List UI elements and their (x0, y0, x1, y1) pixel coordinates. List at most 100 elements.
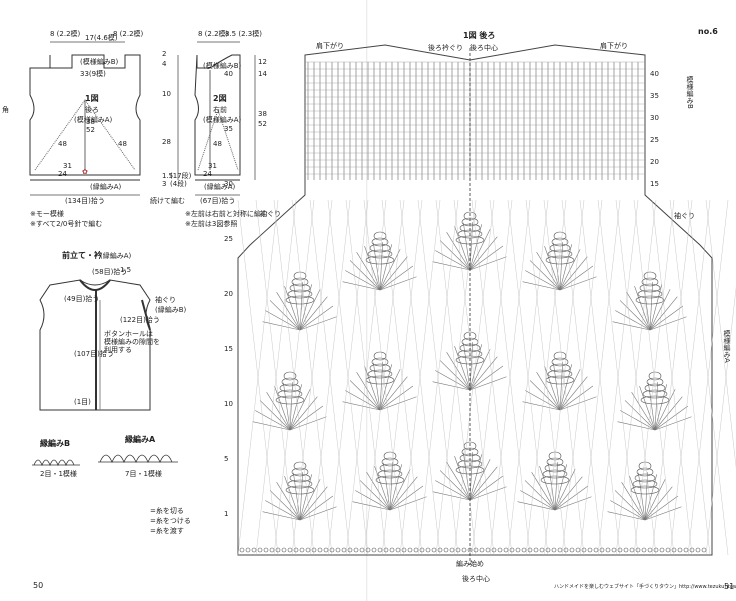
chart-fan-stroke (454, 226, 471, 271)
page-edge-char: 角 (2, 106, 9, 114)
chart-fan-stroke (469, 365, 504, 391)
row-number-left: 35 (224, 125, 233, 133)
back-fig: 1図 (85, 94, 99, 103)
edging-top: (58目)拾う (92, 268, 128, 276)
chart-mesh-line (705, 199, 736, 469)
chart-pineapple-ring (373, 231, 387, 241)
chart-fan-stroke (469, 459, 491, 501)
chart-pineapple-ring (546, 457, 564, 467)
row-number-left: 25 (224, 235, 233, 243)
chart-foundation-chain (311, 547, 317, 553)
row-number-left: 1 (224, 510, 229, 518)
chart-fan-stroke (469, 486, 507, 501)
chart-foundation-chain (449, 547, 455, 553)
chart-fan-stroke (469, 466, 498, 501)
chart-pineapple-ring (281, 377, 299, 387)
chart-foundation-chain (377, 547, 383, 553)
chart-fan-stroke (274, 386, 291, 431)
chart-foundation-chain (569, 547, 575, 553)
front-dim-38: 38 (258, 110, 267, 118)
back-dim-38: 38 (86, 118, 95, 126)
row-number-right: 30 (650, 114, 659, 122)
chart-fan-stroke (284, 476, 301, 521)
chart-fan-stroke (554, 476, 583, 511)
chart-foundation-chain (491, 547, 497, 553)
chart-fan-stroke (559, 385, 594, 411)
chart-fan-stroke (265, 500, 301, 521)
row-number-right: 35 (650, 92, 659, 100)
chart-fan-stroke (454, 346, 471, 391)
chart-fan-stroke (634, 286, 651, 331)
chart-fan-stroke (617, 421, 656, 431)
swatch-b-title: 縁編みB (40, 439, 71, 448)
chart-fan-stroke (364, 366, 381, 411)
chart-pineapple-ring (637, 289, 663, 299)
chart-fan-stroke (619, 300, 651, 331)
chart-pineapple-ring (648, 371, 662, 381)
chart-foundation-chain (371, 547, 377, 553)
chart-foundation-chain (281, 547, 287, 553)
chart-pineapple-ring (553, 231, 567, 241)
chart-title: 1図 後ろ (463, 31, 496, 40)
chart-foundation-chain (473, 547, 479, 553)
front-side-h-14: 14 (258, 70, 267, 78)
back-side-h-28: 28 (162, 138, 171, 146)
chart-fan-stroke (612, 321, 651, 331)
chart-mesh-line (453, 199, 495, 556)
back-side-h-4: 4 (162, 60, 167, 68)
chart-foundation-chain (305, 547, 311, 553)
chart-foundation-chain (659, 547, 665, 553)
chart-pineapple-ring (640, 395, 670, 405)
side-label-b: 模様編みB (686, 76, 694, 109)
chart-pineapple-ring (639, 283, 661, 293)
chart-foundation-chain (293, 547, 299, 553)
chart-foundation-chain (599, 547, 605, 553)
chart-fan-stroke (621, 482, 646, 521)
chart-pineapple-ring (289, 283, 311, 293)
chart-fan-stroke (299, 486, 328, 521)
chart-foundation-chain (587, 547, 593, 553)
bottom-center-label: 後ろ中心 (462, 575, 490, 583)
right-page-number: 51 (724, 582, 735, 591)
chart-fan-stroke (379, 376, 408, 411)
chart-foundation-chain (527, 547, 533, 553)
chart-fan-stroke (554, 469, 576, 511)
chart-pineapple-ring (641, 277, 659, 287)
chart-mesh-line (525, 199, 567, 556)
chart-foundation-chain (395, 547, 401, 553)
chart-pineapple-ring (291, 277, 309, 287)
chart-foundation-chain (419, 547, 425, 553)
chart-fan-stroke (539, 466, 556, 511)
chart-pineapple-ring (377, 469, 403, 479)
chart-fan-stroke (524, 480, 556, 511)
chart-fan-stroke (435, 480, 471, 501)
chart-fan-stroke (559, 249, 581, 291)
chart-foundation-chain (701, 547, 707, 553)
chart-pineapple-ring (548, 451, 562, 461)
chart-pineapple-ring (371, 237, 389, 247)
back-band-label: (模様編みB) (80, 58, 119, 66)
back-width-label: 33(9模) (80, 70, 106, 78)
back-panel-schematic (29, 41, 256, 196)
chart-foundation-chain (389, 547, 395, 553)
chart-fan-stroke (366, 472, 391, 511)
front-hem-pickup: (67目)拾う (200, 197, 236, 205)
chart-pineapple-ring (549, 363, 571, 373)
chart-foundation-chain (647, 547, 653, 553)
chart-pineapple-ring (279, 383, 301, 393)
chart-pineapple-ring (367, 249, 393, 259)
row-number-right: 15 (650, 180, 659, 188)
chart-foundation-chain (479, 547, 485, 553)
chart-mesh-line (309, 199, 351, 556)
back-side-rows-4: (4段) (170, 180, 187, 188)
chart-foundation-chain (425, 547, 431, 553)
chart-fan-stroke (529, 260, 561, 291)
chart-fan-stroke (544, 246, 561, 291)
back-neck-label: 後ろ衿ぐり (428, 44, 463, 52)
chart-foundation-chain (299, 547, 305, 553)
chart-pineapple-ring (544, 463, 566, 473)
chart-mesh-line (255, 199, 297, 556)
back-name: 後ろ (85, 106, 99, 114)
chart-fan-stroke (649, 316, 687, 331)
front-join-note: 続けて編む (150, 197, 185, 205)
